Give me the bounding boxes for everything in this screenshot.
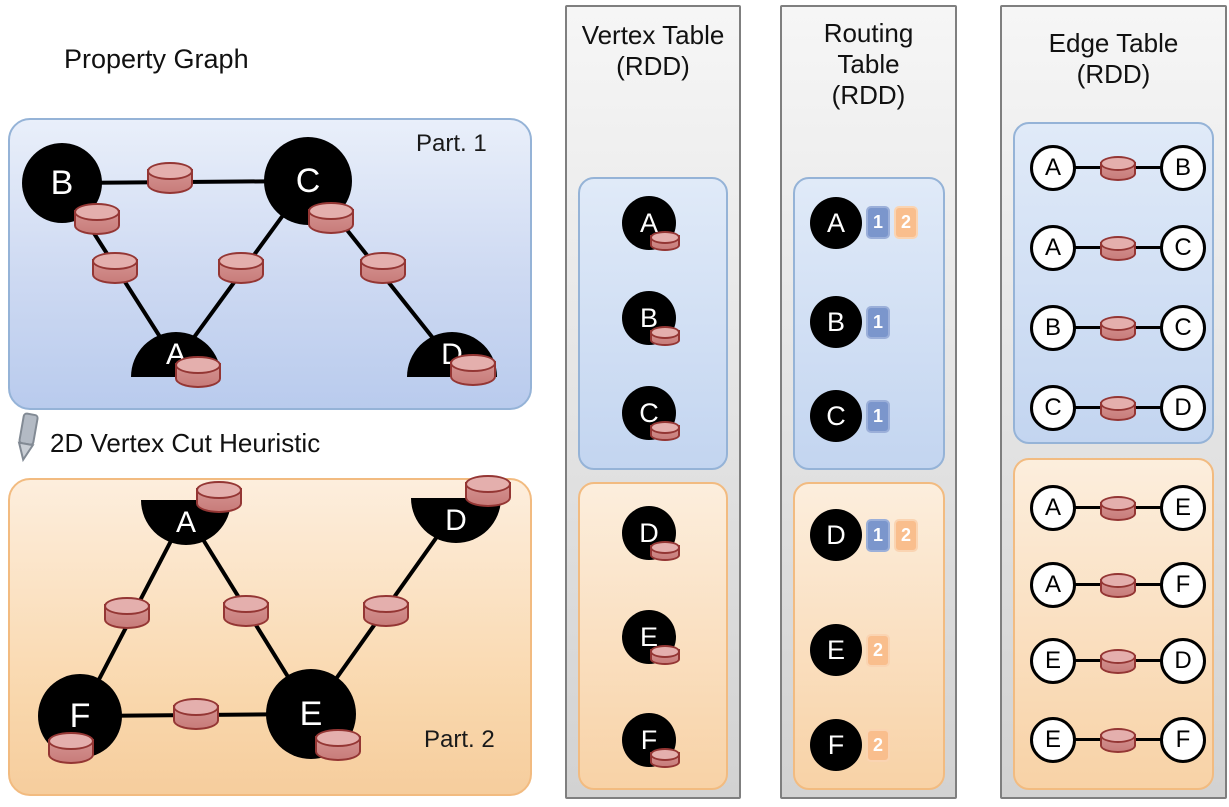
edge-src-vertex: B xyxy=(1030,305,1076,351)
edge-src-vertex: A xyxy=(1030,485,1076,531)
vertex-property-cylinder-icon xyxy=(650,326,680,347)
edge-src-vertex: A xyxy=(1030,225,1076,271)
edge-src-vertex: C xyxy=(1030,385,1076,431)
vertex-table-title: Vertex Table (RDD) xyxy=(565,20,741,82)
edge-property-cylinder-icon xyxy=(1100,649,1136,674)
edge-property-cylinder-icon xyxy=(1100,236,1136,261)
graph-vertex-B: B xyxy=(22,143,102,223)
routing-badge-partition2: 2 xyxy=(866,634,890,667)
edge-table-title-line1: Edge Table xyxy=(1048,28,1179,58)
routing-badge-partition2: 2 xyxy=(894,519,918,552)
vertex-property-cylinder-icon xyxy=(650,541,680,562)
routing-vertex-E: E xyxy=(810,624,862,676)
routing-badge-partition2: 2 xyxy=(894,206,918,239)
routing-vertex-D: D xyxy=(810,509,862,561)
pencil-arrow-icon xyxy=(17,412,39,463)
vertex-property-cylinder-icon xyxy=(315,729,361,762)
vertex-table-title-line1: Vertex Table xyxy=(581,20,725,50)
partition-2-label: Part. 2 xyxy=(424,726,495,753)
routing-badge-partition2: 2 xyxy=(866,729,890,762)
routing-table-title-line3: (RDD) xyxy=(831,80,906,110)
edge-property-cylinder-icon xyxy=(1100,396,1136,421)
routing-table-title: Routing Table (RDD) xyxy=(780,18,957,111)
edge-table-title-line2: (RDD) xyxy=(1076,59,1151,89)
routing-badge-partition1: 1 xyxy=(866,400,890,433)
edge-property-cylinder-icon xyxy=(92,252,138,285)
edge-property-cylinder-icon xyxy=(1100,573,1136,598)
edge-dst-vertex: C xyxy=(1160,225,1206,271)
edge-dst-vertex: D xyxy=(1160,638,1206,684)
routing-table-title-line2: Table xyxy=(837,49,900,79)
partition-1-label: Part. 1 xyxy=(416,130,487,157)
edge-property-cylinder-icon xyxy=(223,595,269,628)
vertex-property-cylinder-icon xyxy=(650,645,680,666)
vertex-property-cylinder-icon xyxy=(465,475,511,508)
vertex-property-cylinder-icon xyxy=(48,732,94,765)
edge-dst-vertex: F xyxy=(1160,717,1206,763)
vertex-property-cylinder-icon xyxy=(450,354,496,387)
routing-vertex-B: B xyxy=(810,296,862,348)
vertex-cut-heuristic-label: 2D Vertex Cut Heuristic xyxy=(50,428,321,458)
vertex-property-cylinder-icon xyxy=(175,356,221,389)
edge-src-vertex: E xyxy=(1030,717,1076,763)
edge-property-cylinder-icon xyxy=(173,698,219,731)
edge-src-vertex: E xyxy=(1030,638,1076,684)
edge-src-vertex: A xyxy=(1030,145,1076,191)
routing-badge-partition1: 1 xyxy=(866,306,890,339)
edge-dst-vertex: B xyxy=(1160,145,1206,191)
vertex-table-title-line2: (RDD) xyxy=(616,51,690,81)
page-title: Property Graph xyxy=(64,44,249,74)
vertex-property-cylinder-icon xyxy=(308,202,354,235)
edge-property-cylinder-icon xyxy=(104,597,150,630)
edge-property-cylinder-icon xyxy=(1100,728,1136,753)
edge-dst-vertex: D xyxy=(1160,385,1206,431)
vertex-property-cylinder-icon xyxy=(650,421,680,442)
vertex-property-cylinder-icon xyxy=(196,481,242,514)
edge-dst-vertex: F xyxy=(1160,562,1206,608)
edge-property-cylinder-icon xyxy=(1100,156,1136,181)
edge-property-cylinder-icon xyxy=(360,252,406,285)
edge-property-cylinder-icon xyxy=(1100,496,1136,521)
edge-property-cylinder-icon xyxy=(363,595,409,628)
edge-property-cylinder-icon xyxy=(218,252,264,285)
vertex-property-cylinder-icon xyxy=(650,748,680,769)
edge-dst-vertex: E xyxy=(1160,485,1206,531)
routing-vertex-C: C xyxy=(810,390,862,442)
vertex-property-cylinder-icon xyxy=(650,231,680,252)
edge-src-vertex: A xyxy=(1030,562,1076,608)
routing-table-title-line1: Routing xyxy=(823,18,914,48)
routing-badge-partition1: 1 xyxy=(866,519,890,552)
vertex-property-cylinder-icon xyxy=(74,203,120,236)
routing-vertex-F: F xyxy=(810,719,862,771)
edge-property-cylinder-icon xyxy=(1100,316,1136,341)
routing-badge-partition1: 1 xyxy=(866,206,890,239)
edge-dst-vertex: C xyxy=(1160,305,1206,351)
routing-vertex-A: A xyxy=(810,197,862,249)
edge-table-title: Edge Table (RDD) xyxy=(1000,28,1227,90)
edge-property-cylinder-icon xyxy=(147,162,193,195)
